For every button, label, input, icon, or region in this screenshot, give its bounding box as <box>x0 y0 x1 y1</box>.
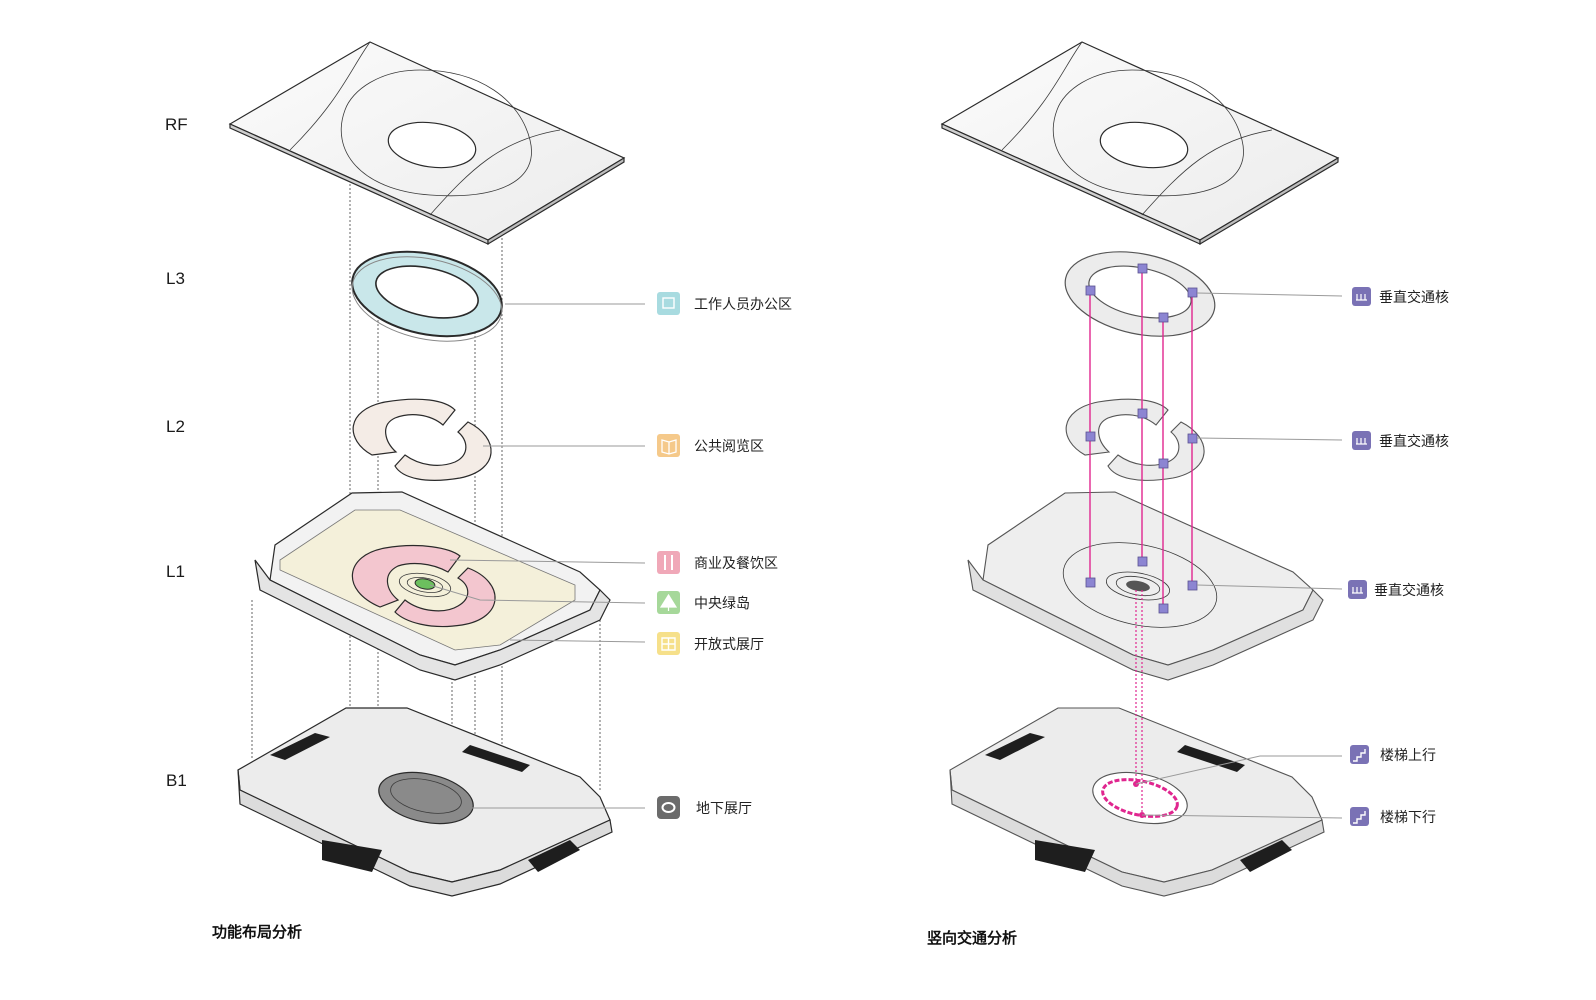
left-leaders <box>429 303 646 809</box>
dining-icon <box>664 555 673 570</box>
book-icon <box>661 439 677 455</box>
floor-label-l3: L3 <box>166 269 185 288</box>
b1-floor-right <box>949 707 1325 897</box>
legend-label-office: 工作人员办公区 <box>694 297 792 313</box>
floor-label-l1: L1 <box>166 562 185 581</box>
l3-ring-right <box>1064 251 1216 337</box>
legend-label-stair-up: 楼梯上行 <box>1380 748 1436 764</box>
l3-office-ring <box>351 250 503 342</box>
floor-label-l2: L2 <box>166 417 185 436</box>
legend-label-core-l3: 垂直交通核 <box>1379 289 1449 306</box>
elevator-core-icon <box>1352 587 1363 594</box>
l2-reading-ring <box>352 398 492 481</box>
legend-label-green: 中央绿岛 <box>694 596 750 612</box>
l1-ground-floor <box>254 491 611 681</box>
legend-item-office: 工作人员办公区 <box>657 292 792 315</box>
legend-label-reading: 公共阅览区 <box>694 439 764 455</box>
legend-item-stair-up: 楼梯上行 <box>1350 745 1436 764</box>
legend-item-dining: 商业及餐饮区 <box>657 551 778 574</box>
legend-label-core-l1: 垂直交通核 <box>1374 582 1444 599</box>
basement-icon <box>661 802 676 813</box>
floor-label-rf: RF <box>165 115 188 134</box>
roof-slab-right <box>940 41 1340 246</box>
left-axonometric: RF L3 L2 L1 B1 <box>165 41 792 941</box>
elevator-core-icon <box>1356 438 1367 445</box>
legend-item-core-l2: 垂直交通核 <box>1352 431 1449 450</box>
l1-floor-right <box>967 491 1324 681</box>
legend-item-reading: 公共阅览区 <box>657 434 764 457</box>
left-legend: 工作人员办公区 公共阅览区 商业及餐饮区 中央绿岛 开放式展厅 <box>657 292 792 819</box>
b1-basement <box>237 707 613 897</box>
legend-item-core-l3: 垂直交通核 <box>1352 287 1449 306</box>
stair-up-icon <box>1353 749 1366 762</box>
right-leaders <box>1135 292 1343 819</box>
vertical-cores <box>1085 263 1198 818</box>
legend-label-hall: 开放式展厅 <box>694 637 764 653</box>
left-caption: 功能布局分析 <box>212 923 302 941</box>
legend-item-core-l1: 垂直交通核 <box>1348 580 1444 599</box>
legend-item-green: 中央绿岛 <box>657 591 750 614</box>
elevator-core-icon <box>1356 294 1367 301</box>
stair-down-icon <box>1353 811 1366 824</box>
floor-label-b1: B1 <box>166 771 187 790</box>
tree-icon <box>659 593 678 611</box>
right-caption: 竖向交通分析 <box>927 929 1017 947</box>
legend-item-basement: 地下展厅 <box>657 796 752 819</box>
legend-label-core-l2: 垂直交通核 <box>1379 433 1449 450</box>
roof-slab <box>228 41 626 246</box>
legend-item-stair-down: 楼梯下行 <box>1350 807 1436 826</box>
legend-label-stair-down: 楼梯下行 <box>1380 810 1436 826</box>
right-axonometric: 垂直交通核 垂直交通核 垂直交通核 楼梯上行 楼梯下行 <box>927 41 1449 947</box>
hall-icon <box>661 637 676 651</box>
right-legend: 垂直交通核 垂直交通核 垂直交通核 楼梯上行 楼梯下行 <box>1348 287 1449 826</box>
legend-item-hall: 开放式展厅 <box>657 632 764 655</box>
office-icon <box>662 297 675 309</box>
legend-label-basement: 地下展厅 <box>696 801 752 817</box>
legend-label-dining: 商业及餐饮区 <box>694 556 778 572</box>
